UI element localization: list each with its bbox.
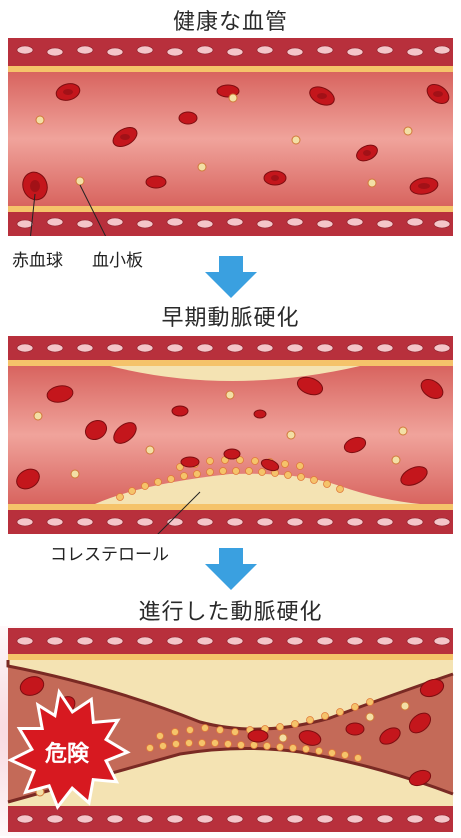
stage-title-advanced: 進行した動脈硬化 [138, 600, 323, 625]
stage-title-healthy: 健康な血管 [172, 10, 288, 35]
danger-burst-icon [7, 688, 131, 810]
plaque-bottom [95, 473, 420, 504]
down-arrow-icon [205, 548, 257, 590]
plaque-top [110, 366, 360, 381]
platelets [35, 93, 413, 188]
cholesterol-droplets [146, 698, 374, 762]
cholesterol-pointer-line [157, 491, 201, 534]
advanced-atherosclerosis-panel [0, 626, 461, 836]
platelet-label: 血小板 [92, 251, 143, 271]
platelet-pointer-line [79, 184, 107, 236]
down-arrow-icon [205, 256, 257, 298]
early-atherosclerosis-panel [8, 336, 453, 534]
danger-label: 危険 [45, 742, 90, 767]
cholesterol-label: コレステロール [50, 545, 169, 565]
plaque-bottom [8, 748, 453, 806]
rbc-label: 赤血球 [12, 251, 63, 271]
healthy-vessel-panel [8, 36, 453, 236]
stage-title-early: 早期動脈硬化 [161, 306, 300, 331]
rbc-pointer-line [30, 193, 36, 236]
